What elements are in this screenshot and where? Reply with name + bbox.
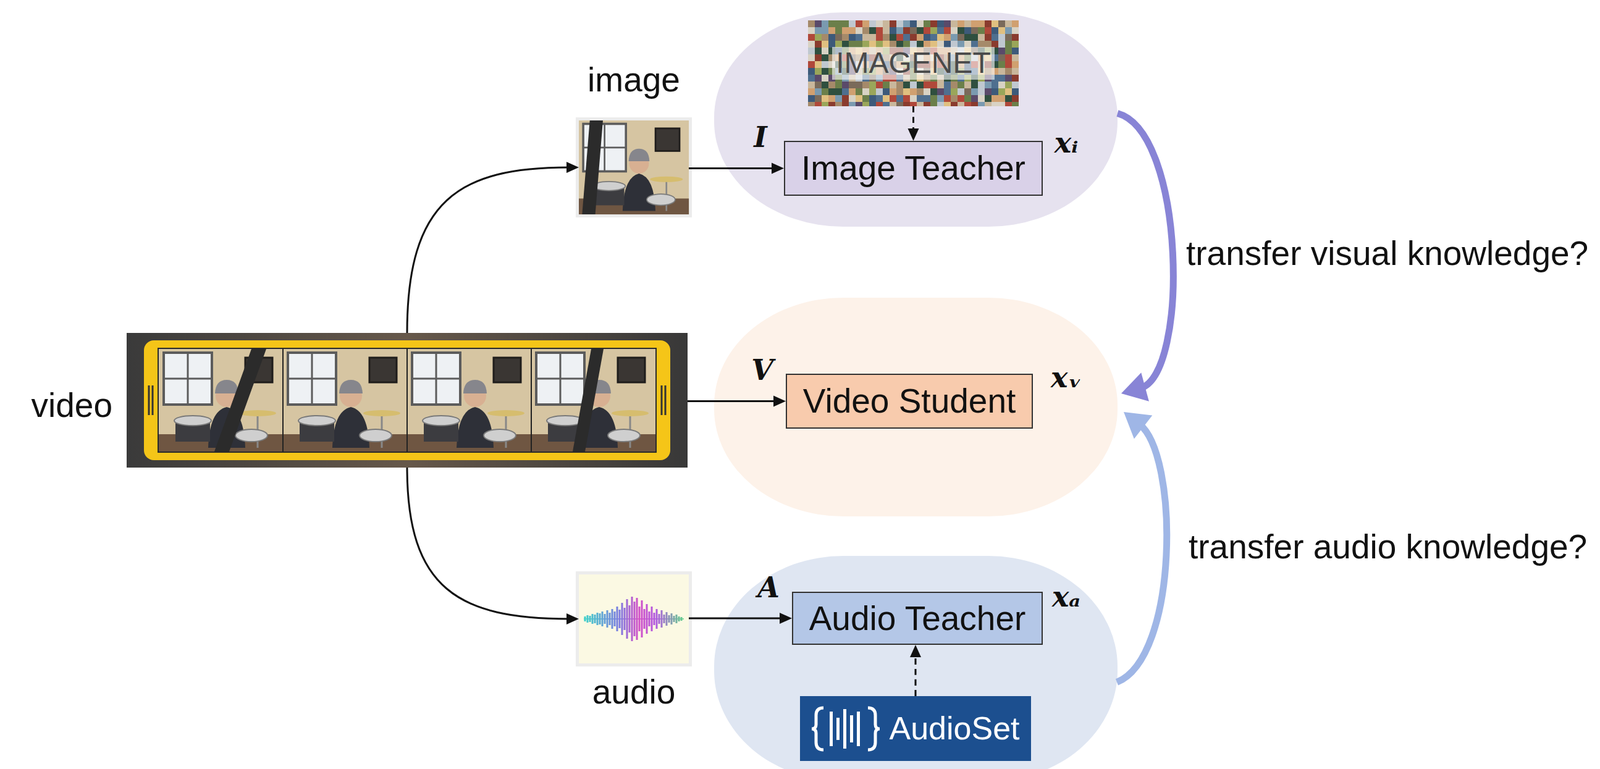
logo-text: IMAGENET bbox=[832, 46, 995, 80]
input-label: audio bbox=[578, 673, 689, 711]
box-label: Video Student bbox=[803, 382, 1017, 421]
output-symbol: xₐ bbox=[1052, 581, 1081, 613]
image-thumbnail bbox=[575, 117, 692, 218]
box-label: Image Teacher bbox=[801, 149, 1026, 188]
transfer-label: transfer visual knowledge? bbox=[1186, 234, 1589, 273]
input-symbol: I bbox=[753, 121, 768, 154]
audioset-logo: AudioSet bbox=[800, 696, 1032, 762]
output-symbol: xᵥ bbox=[1050, 362, 1082, 394]
connector-line bbox=[407, 167, 569, 333]
region-fill bbox=[714, 297, 1118, 517]
student-region: xᵥVideo Student bbox=[714, 297, 1118, 517]
box-label: Audio Teacher bbox=[809, 599, 1027, 638]
arrowhead bbox=[1123, 412, 1153, 440]
teacher-box: Audio Teacher bbox=[791, 591, 1043, 645]
flow-arrow bbox=[407, 467, 579, 625]
logo-text: AudioSet bbox=[888, 711, 1020, 747]
video-filmstrip bbox=[126, 332, 688, 468]
edge-label-holder: I bbox=[753, 121, 768, 154]
flow-arrow bbox=[407, 161, 579, 333]
video-clip: video bbox=[126, 332, 688, 468]
connector-line bbox=[687, 400, 776, 403]
edge-label-holder: transfer audio knowledge? bbox=[1188, 528, 1588, 566]
region-fill bbox=[714, 12, 1118, 227]
audioset-symbol bbox=[811, 704, 882, 754]
arrowhead bbox=[1121, 372, 1150, 401]
transfer-label: transfer audio knowledge? bbox=[1188, 528, 1588, 566]
input-label: image bbox=[578, 61, 689, 99]
input-symbol: A bbox=[757, 572, 780, 604]
connector-line bbox=[407, 467, 569, 619]
imagenet-logo: IMAGENET bbox=[808, 20, 1019, 107]
connector-line bbox=[688, 617, 783, 620]
audio-thumbnail bbox=[575, 571, 692, 667]
output-symbol: xᵢ bbox=[1054, 127, 1078, 159]
knowledge-arrow bbox=[1116, 412, 1167, 683]
input-label: video bbox=[31, 386, 113, 425]
teacher-region: xᵢ IMAGENET Image Teacher bbox=[714, 12, 1118, 227]
connector-line bbox=[688, 167, 775, 170]
arrowhead bbox=[566, 613, 579, 625]
edge-label-holder: transfer visual knowledge? bbox=[1186, 234, 1589, 273]
connector-line bbox=[1116, 424, 1167, 683]
arrowhead bbox=[566, 161, 579, 173]
connector-line bbox=[1117, 113, 1174, 389]
audio-clip: audio bbox=[578, 574, 689, 664]
teacher-box: Image Teacher bbox=[783, 140, 1043, 196]
image-frame: image bbox=[578, 120, 689, 215]
edge-label-holder: A bbox=[757, 572, 780, 604]
input-symbol: V bbox=[751, 354, 774, 387]
region-fill bbox=[714, 555, 1118, 769]
knowledge-arrow bbox=[1117, 113, 1174, 402]
edge-label-holder: V bbox=[751, 354, 774, 387]
student-box: Video Student bbox=[785, 373, 1033, 429]
